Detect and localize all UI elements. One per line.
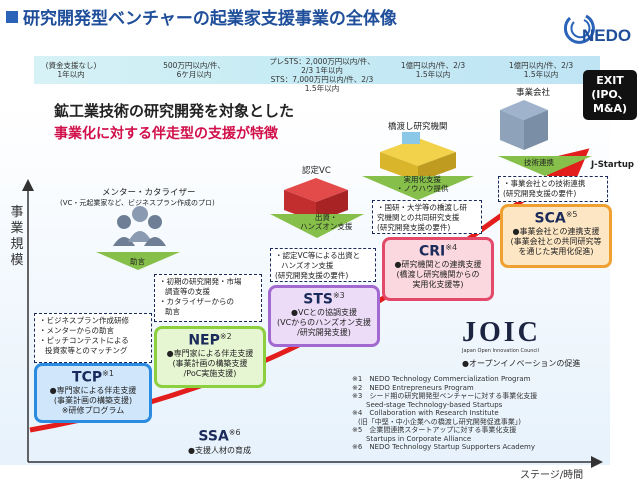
sts-details: ・認定VC等による出資とハンズオン支援(研究開発支援の要件) xyxy=(270,248,376,282)
j-startup-label: J-Startup xyxy=(591,160,635,170)
joic-caption: ●オープンイノベーションの促進 xyxy=(462,359,581,368)
joic-logo: JOIC Japan Open Innovation Council xyxy=(462,317,541,355)
vc-arrow-label: 出資・ハンズオン支援 xyxy=(300,213,353,231)
program-tcp: TCP※1 ●専門家による伴走支援(事業計画の構築支援)※研修プログラム xyxy=(34,363,152,423)
title-square-icon xyxy=(6,11,18,23)
program-ssa: SSA※6 ●支援人材の育成 xyxy=(188,428,251,455)
nedo-logo: NEDO xyxy=(563,14,631,45)
nedo-logo-text: NEDO xyxy=(582,26,631,45)
nep-details: ・初期の研究開発・市場調査等の支援・カタライザーからの助言 xyxy=(154,274,262,322)
callout-line2: 事業化に対する伴走型の支援が特徴 xyxy=(54,126,278,142)
page-title-text: 研究開発型ベンチャーの起業家支援事業の全体像 xyxy=(23,9,397,29)
callout-line1: 鉱工業技術の研究開発を対象とした xyxy=(54,102,295,120)
exit-box: EXIT(IPO、M&A) xyxy=(583,70,637,120)
cri-details: ・国研・大学等の橋渡し研究機関との共同研究支援(研究開発支援の要件) xyxy=(372,200,482,234)
company-arrow-label: 技術連携 xyxy=(524,158,554,167)
mentor-arrow xyxy=(96,252,180,270)
stage-bar xyxy=(34,56,600,84)
tcp-details: ・ビジネスプラン作成研修・メンターからの助言・ピッチコンテストによる投資家等との… xyxy=(34,313,152,363)
company-arrow xyxy=(498,156,592,176)
institute-arrow xyxy=(362,176,474,200)
mentor-title: メンター・カタライザー xyxy=(102,188,196,198)
program-nep: NEP※2 ●専門家による伴走支援(事業計画の構築支援/PoC実施支援) xyxy=(154,326,266,388)
institute-building-icon xyxy=(380,132,456,182)
institute-arrow-label: 実用化支援・ノウハウ提供 xyxy=(396,175,449,193)
institute-title: 橋渡し研究機関 xyxy=(388,122,448,132)
vc-title: 認定VC xyxy=(302,166,331,176)
page-title: 研究開発型ベンチャーの起業家支援事業の全体像 xyxy=(6,4,397,29)
stage-tcp: (資金支援なし)1年以内 xyxy=(45,61,97,79)
callout: 鉱工業技術の研究開発を対象とした 事業化に対する伴走型の支援が特徴 xyxy=(54,100,354,143)
company-building-icon xyxy=(500,100,548,150)
x-axis-label: ステージ/時間 xyxy=(520,470,584,481)
mentor-arrow-label: 助言 xyxy=(130,257,145,266)
footnotes: ※1 NEDO Technology Commercialization Pro… xyxy=(352,375,538,451)
stage-nep: 500万円以内/件、6ケ月以内 xyxy=(163,61,225,79)
company-title: 事業会社 xyxy=(516,88,551,98)
mentor-sub: (VC・元起業家など、ビジネスプラン作成のプロ) xyxy=(60,199,215,207)
program-sca: SCA※5 ●事業会社との連携支援(事業会社との共同研究等を通じた実用化促進) xyxy=(500,204,612,268)
vc-arrow xyxy=(270,214,364,238)
program-cri: CRI※4 ●研究機関との連携支援(橋渡し研究機関からの実用化支援等) xyxy=(382,237,494,301)
sca-details: ・事業会社との技術連携(研究開発支援の要件) xyxy=(498,176,608,202)
y-axis-label: 事業規模 xyxy=(10,205,24,268)
program-sts: STS※3 ●VCとの協調支援(VCからのハンズオン支援/研究開発支援) xyxy=(268,285,380,347)
people-icon xyxy=(113,206,166,246)
